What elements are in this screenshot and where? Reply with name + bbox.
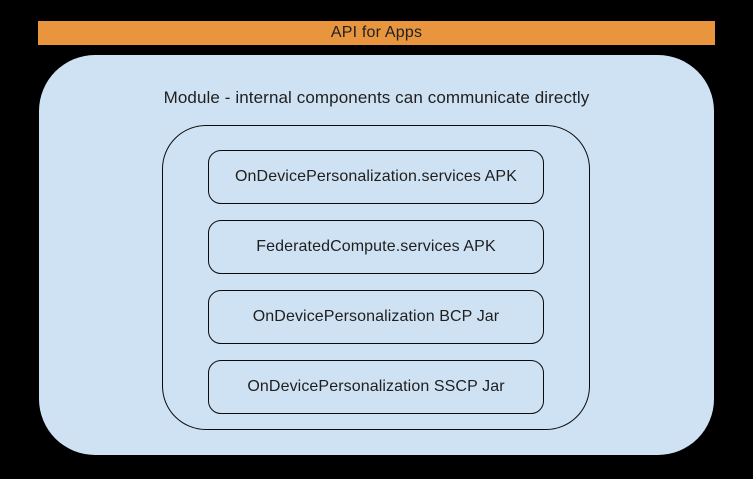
component-label: OnDevicePersonalization SSCP Jar	[247, 378, 505, 395]
component-box-odp-sscp-jar: OnDevicePersonalization SSCP Jar	[208, 360, 544, 414]
api-for-apps-banner-label: API for Apps	[330, 24, 423, 41]
api-for-apps-banner: API for Apps	[38, 21, 715, 45]
component-label: FederatedCompute.services APK	[256, 238, 496, 255]
module-title: Module - internal components can communi…	[163, 88, 590, 107]
component-box-odp-bcp-jar: OnDevicePersonalization BCP Jar	[208, 290, 544, 344]
component-box-odp-services-apk: OnDevicePersonalization.services APK	[208, 150, 544, 204]
component-label: OnDevicePersonalization BCP Jar	[252, 308, 500, 325]
component-label: OnDevicePersonalization.services APK	[235, 168, 517, 185]
component-box-federatedcompute-services-apk: FederatedCompute.services APK	[208, 220, 544, 274]
module-container: Module - internal components can communi…	[39, 55, 714, 455]
module-internal-components-group: OnDevicePersonalization.services APK Fed…	[162, 125, 590, 430]
